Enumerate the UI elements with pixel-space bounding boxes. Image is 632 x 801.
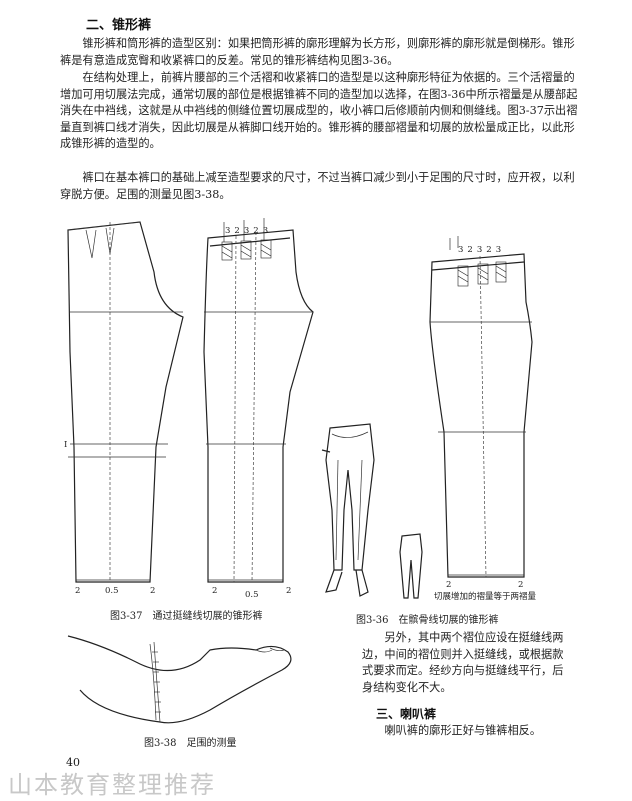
section2-paragraph-3: 裤口在基本裤口的基础上减至造型要求的尺寸，不过当裤口减少到小于足围的尺寸时，应开… bbox=[60, 171, 575, 201]
fig36-hem-right: 2 bbox=[518, 580, 524, 590]
section2-paragraph-2: 在结构处理上，前裤片腰部的三个活褶和收紧裤口的造型是以这种廓形特征为依据的。三个… bbox=[60, 71, 578, 151]
page-number: 40 bbox=[66, 756, 80, 769]
fig37-hem-mid-a: 0.5 bbox=[105, 586, 119, 596]
fig37-pleat-marks: 32323 bbox=[225, 226, 273, 236]
section2-paragraph-1: 锥形裤和筒形裤的造型区别：如果把筒形裤的廓形理解为长方形，则廓形裤的廓形就是倒梯… bbox=[60, 37, 575, 67]
section3-paragraph: 喇叭裤的廓形正好与锥裤相反。 bbox=[384, 724, 542, 737]
section3-heading: 三、喇叭裤 bbox=[376, 707, 437, 721]
figure-3-36-small-sketch bbox=[399, 533, 423, 599]
watermark: 山本教育整理推荐 bbox=[8, 771, 216, 799]
figure-3-38-foot-drawing bbox=[67, 635, 292, 724]
right-column-paragraph: 另外，其中两个褶位应设在挺缝线两边，中间的褶位则并入挺缝线，或根据款式要求而定。… bbox=[362, 631, 564, 694]
figure-3-36-fashion-sketch bbox=[321, 423, 375, 597]
fig36-caption: 图3-36 在髌骨线切展的锥形裤 bbox=[356, 615, 499, 626]
fig37-hem-mid-b: 0.5 bbox=[245, 590, 259, 600]
fig37-hem-right-b: 2 bbox=[286, 586, 292, 596]
fig37-caption: 图3-37 通过挺缝线切展的锥形裤 bbox=[110, 611, 263, 622]
fig36-hem-left: 2 bbox=[446, 580, 452, 590]
section2-heading: 二、锥形裤 bbox=[86, 18, 152, 33]
fig37-hem-right-a: 2 bbox=[150, 586, 156, 596]
fig37-hem-left-a: 2 bbox=[75, 586, 81, 596]
fig38-caption: 图3-38 足围的测量 bbox=[144, 738, 237, 749]
fig37-knee-mark: I bbox=[64, 440, 68, 450]
fig36-pleat-marks: 32323 bbox=[458, 245, 506, 255]
figure-3-36-pattern-drawing bbox=[429, 236, 533, 578]
fig36-cut-note: 切展增加的褶量等于两褶量 bbox=[434, 592, 537, 602]
fig37-hem-left-b: 2 bbox=[212, 586, 218, 596]
figure-3-37-pattern-drawing bbox=[67, 218, 314, 583]
